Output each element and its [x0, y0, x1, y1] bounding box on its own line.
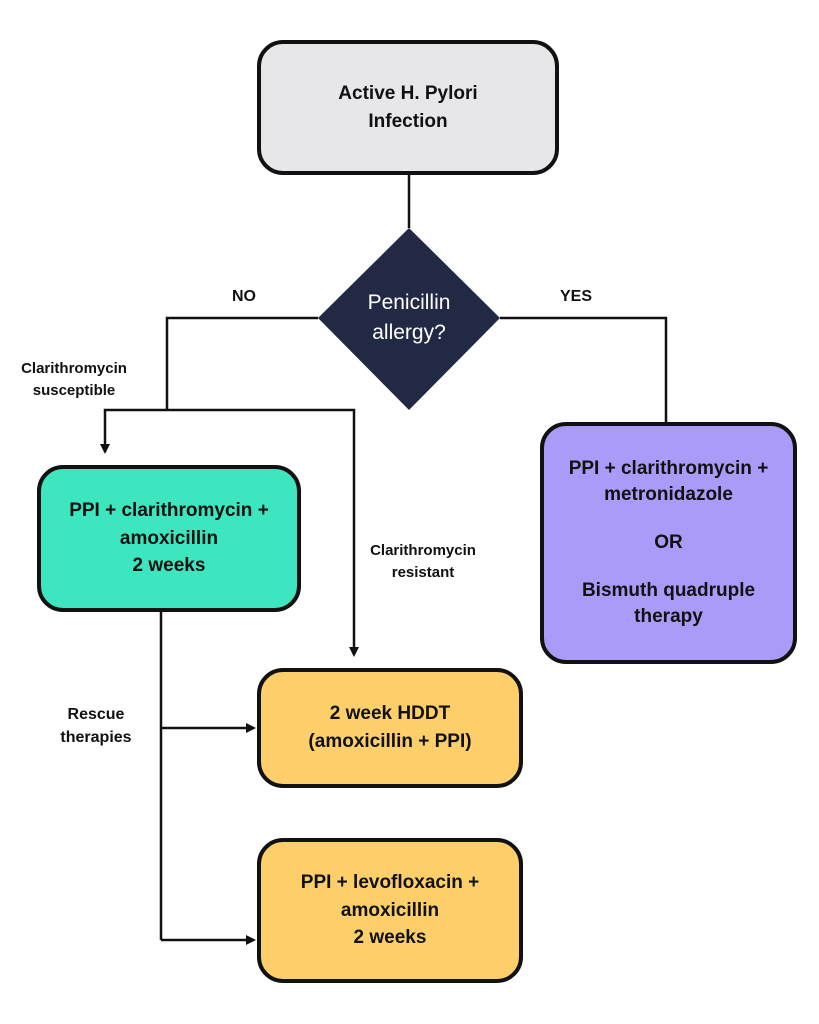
first-line-line-2: amoxicillin — [119, 527, 219, 549]
clarithromycin-susceptible-label: Clarithromycin susceptible — [4, 358, 144, 402]
rescue-line-1: Rescue — [67, 706, 125, 723]
allergy-line-2: metronidazole — [604, 484, 733, 506]
decision-diamond — [318, 228, 500, 410]
decision-label: Penicillin allergy? — [331, 288, 487, 349]
rescue-therapies-label: Rescue therapies — [44, 703, 148, 749]
clari-susceptible-line-2: susceptible — [32, 381, 116, 399]
allergy-therapy-node: PPI + clarithromycin + metronidazole OR … — [540, 422, 797, 664]
clari-resistant-line-2: resistant — [391, 563, 455, 581]
first-line-line-1: PPI + clarithromycin + — [69, 500, 269, 522]
hddt-line-2: (amoxicillin + PPI) — [308, 731, 472, 752]
rescue-line-2: therapies — [60, 729, 132, 747]
allergy-line-or: OR — [654, 532, 683, 554]
decision-line-1: Penicillin — [367, 291, 451, 314]
clari-resistant-line-1: Clarithromycin — [370, 542, 476, 559]
allergy-line-6: Bismuth quadruple — [581, 579, 756, 601]
yes-label: YES — [559, 288, 592, 305]
clarithromycin-resistant-label: Clarithromycin resistant — [356, 540, 490, 584]
first-line-line-3: 2 weeks — [132, 555, 206, 577]
levo-line-1: PPI + levofloxacin + — [300, 872, 480, 894]
connector-to-first-line — [100, 408, 167, 454]
allergy-line-1: PPI + clarithromycin + — [568, 458, 769, 480]
start-node-line-2: Infection — [368, 110, 448, 132]
allergy-line-7: therapy — [634, 605, 703, 627]
no-label: NO — [232, 288, 256, 305]
levo-line-3: 2 weeks — [353, 927, 427, 949]
hddt-line-1: 2 week HDDT — [329, 703, 451, 725]
start-node-line-1: Active H. Pylori — [338, 82, 478, 104]
start-node: Active H. Pylori Infection — [257, 40, 559, 175]
clari-susceptible-line-1: Clarithromycin — [21, 360, 127, 377]
connector-no-branch — [165, 316, 318, 410]
first-line-therapy-node: PPI + clarithromycin + amoxicillin 2 wee… — [37, 465, 301, 612]
levo-line-2: amoxicillin — [340, 899, 440, 921]
decision-line-2: allergy? — [372, 321, 446, 345]
hddt-node: 2 week HDDT (amoxicillin + PPI) — [257, 668, 523, 788]
connector-yes-branch — [500, 316, 668, 422]
connector-to-hddt-resistant — [167, 408, 359, 657]
levofloxacin-node: PPI + levofloxacin + amoxicillin 2 weeks — [257, 838, 523, 983]
